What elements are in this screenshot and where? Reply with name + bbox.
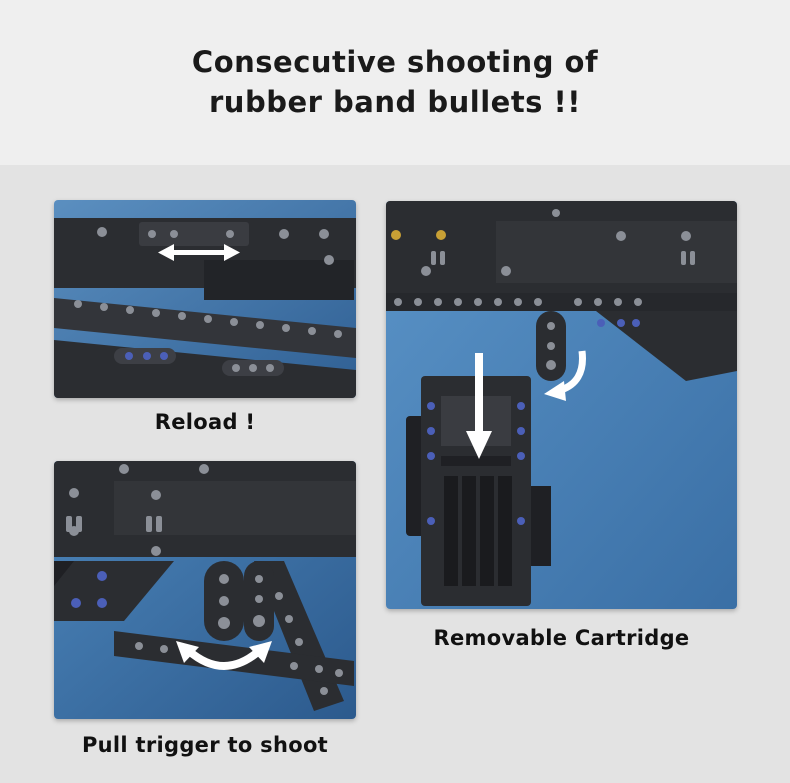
header-band <box>0 0 790 165</box>
cartridge-caption: Removable Cartridge <box>433 626 690 650</box>
trigger-caption: Pull trigger to shoot <box>81 733 329 757</box>
trigger-photo <box>54 461 356 719</box>
curved-arrow-icon <box>176 641 272 670</box>
headline-line-2: rubber band bullets !! <box>209 85 581 119</box>
reload-illustration <box>54 200 356 398</box>
headline-line-1: Consecutive shooting of <box>191 45 599 79</box>
double-arrow-icon <box>158 244 240 261</box>
curved-arrow-icon <box>544 350 586 401</box>
headline: Consecutive shooting of rubber band bull… <box>0 42 790 122</box>
reload-caption: Reload ! <box>154 410 256 434</box>
cartridge-photo <box>386 201 737 609</box>
cartridge-illustration <box>386 201 737 609</box>
reload-photo <box>54 200 356 398</box>
trigger-illustration <box>54 461 356 719</box>
down-arrow-icon <box>466 353 492 459</box>
